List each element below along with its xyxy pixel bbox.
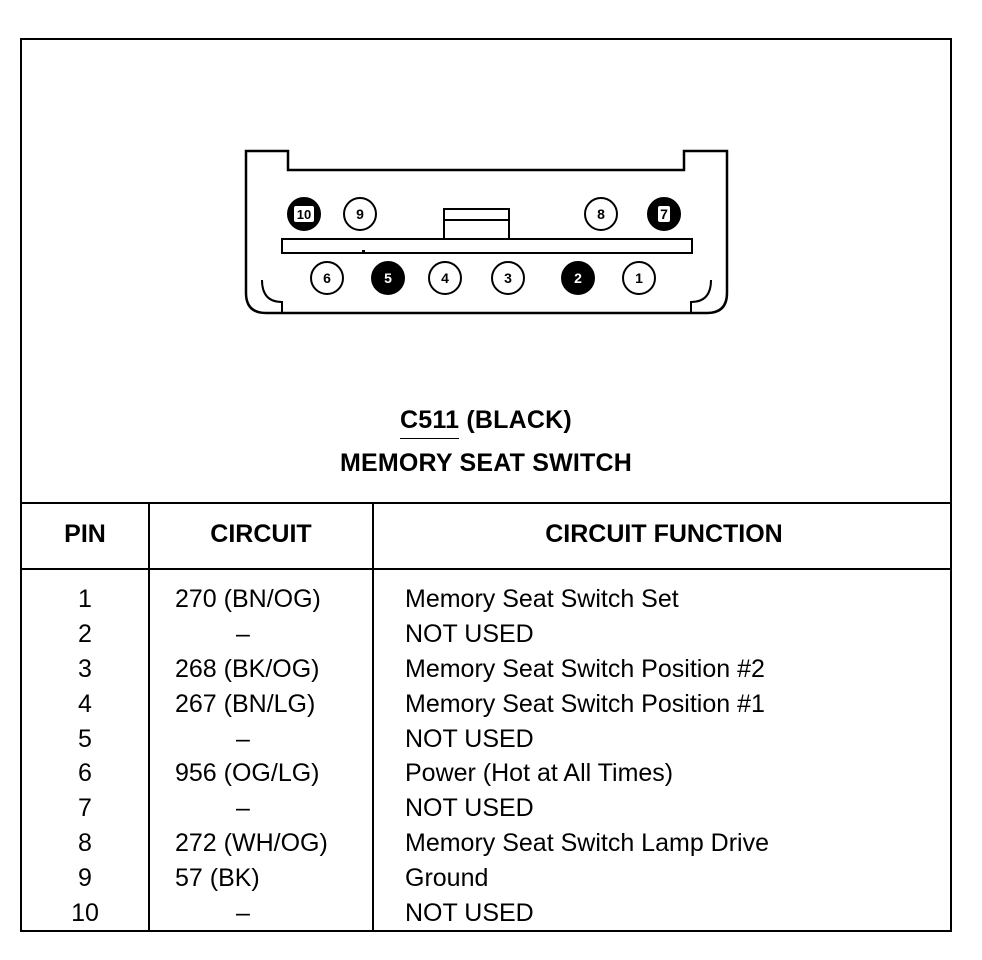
cavity-label-box (294, 206, 314, 222)
function-cell: NOT USED (405, 794, 534, 823)
cavity-pin-number: 2 (574, 270, 582, 286)
circuit-cell: – (236, 794, 250, 823)
circuit-cell: 272 (WH/OG) (175, 829, 328, 858)
function-cell: NOT USED (405, 724, 534, 753)
pin-cavity-2: 2 (561, 261, 595, 295)
cavity-pin-number: 7 (660, 206, 668, 222)
function-cell: Power (Hot at All Times) (405, 759, 674, 788)
pin-cell: 4 (78, 689, 92, 718)
circuit-cell: – (236, 899, 250, 928)
connector-latch-outer (443, 208, 510, 240)
pin-cell: 5 (78, 724, 92, 753)
cavity-pin-number: 9 (356, 206, 364, 222)
circuit-cell: – (236, 619, 250, 648)
cavity-circle (428, 261, 462, 295)
table-row: 7 – NOT USED (22, 791, 950, 826)
pin-cavity-4: 4 (428, 261, 462, 295)
pinout-table: PIN CIRCUIT CIRCUIT FUNCTION 1 270 (BN/O… (22, 504, 950, 932)
table-row: 4 267 (BN/LG) Memory Seat Switch Positio… (22, 687, 950, 722)
connector-face-drawing: 10 9 8 7 6 5 4 3 2 1 (244, 149, 729, 315)
header-pin: PIN (64, 520, 106, 548)
pin-cavity-7: 7 (647, 197, 681, 231)
pin-cavity-6: 6 (310, 261, 344, 295)
pin-cell: 8 (78, 829, 92, 858)
pin-cell: 1 (78, 585, 92, 613)
table-row: 10 – NOT USED (22, 896, 950, 931)
connector-diagram-area: 10 9 8 7 6 5 4 3 2 1 C511 (BLACK) MEMORY SEAT SWI… (22, 40, 950, 504)
table-row: 8 272 (WH/OG) Memory Seat Switch Lamp Dr… (22, 826, 950, 861)
connector-id-caption: C511 (BLACK) (22, 406, 950, 435)
function-cell: Ground (405, 864, 489, 893)
function-cell: Memory Seat Switch Position #2 (405, 654, 765, 683)
function-cell: Memory Seat Switch Position #1 (405, 689, 765, 718)
connector-name: MEMORY SEAT SWITCH (339, 449, 633, 477)
table-row: 3 268 (BK/OG) Memory Seat Switch Positio… (22, 652, 950, 687)
pin-cavities-group: 10 9 8 7 6 5 4 3 2 1 (287, 197, 681, 295)
cavity-circle (622, 261, 656, 295)
cavity-circle (561, 261, 595, 295)
cavity-circle (584, 197, 618, 231)
table-row: 9 57 (BK) Ground (22, 861, 950, 896)
cavity-circle (343, 197, 377, 231)
circuit-cell: 268 (BK/OG) (175, 654, 320, 683)
table-row: 1 270 (BN/OG) Memory Seat Switch Set (22, 582, 950, 617)
table-row: 6 956 (OG/LG) Power (Hot at All Times) (22, 756, 950, 791)
circuit-cell: 57 (BK) (175, 864, 260, 893)
pin-cavity-8: 8 (584, 197, 618, 231)
cavity-pin-number: 10 (297, 207, 311, 222)
cavity-circle (491, 261, 525, 295)
function-cell: NOT USED (405, 899, 534, 928)
cavity-pin-number: 6 (323, 270, 331, 286)
pin-cavity-1: 1 (622, 261, 656, 295)
pin-cavity-3: 3 (491, 261, 525, 295)
circuit-cell: 270 (BN/OG) (175, 585, 321, 613)
connector-color: (BLACK) (466, 406, 572, 434)
function-cell: Memory Seat Switch Lamp Drive (405, 829, 770, 858)
pin-cavity-5: 5 (371, 261, 405, 295)
table-row: 2 – NOT USED (22, 617, 950, 652)
cavity-pin-number: 5 (384, 270, 392, 286)
cavity-pin-number: 3 (504, 270, 512, 286)
pin-cell: 9 (78, 864, 92, 893)
column-divider (148, 504, 150, 932)
circuit-cell: – (236, 724, 250, 753)
connector-divider-bar (281, 238, 693, 254)
cavity-circle (310, 261, 344, 295)
header-circuit: CIRCUIT (210, 520, 312, 548)
cavity-label-box (658, 206, 670, 222)
function-cell: Memory Seat Switch Set (405, 585, 679, 613)
pin-cell: 7 (78, 794, 92, 823)
table-header-row: PIN CIRCUIT CIRCUIT FUNCTION (22, 504, 950, 570)
column-divider (372, 504, 374, 932)
connector-right-foot (690, 279, 712, 313)
pin-cell: 3 (78, 654, 92, 683)
pin-cell: 6 (78, 759, 92, 788)
connector-chart-frame: 10 9 8 7 6 5 4 3 2 1 C511 (BLACK) MEMORY SEAT SWI… (20, 38, 952, 932)
function-cell: NOT USED (405, 619, 534, 648)
table-row: 5 – NOT USED (22, 722, 950, 757)
cavity-pin-number: 8 (597, 206, 605, 222)
header-circuit-function: CIRCUIT FUNCTION (545, 520, 783, 548)
pin-cell: 2 (78, 619, 92, 648)
cavity-pin-number: 1 (635, 270, 643, 286)
pin-cavity-9: 9 (343, 197, 377, 231)
pin-cavity-10: 10 (287, 197, 321, 231)
cavity-circle (371, 261, 405, 295)
table-body: 1 270 (BN/OG) Memory Seat Switch Set 2 –… (22, 582, 950, 931)
connector-left-foot (261, 279, 283, 313)
connector-id: C511 (400, 406, 460, 434)
circuit-cell: 267 (BN/LG) (175, 689, 316, 718)
pin-cell: 10 (71, 899, 99, 928)
circuit-cell: 956 (OG/LG) (175, 759, 320, 788)
cavity-pin-number: 4 (441, 270, 449, 286)
